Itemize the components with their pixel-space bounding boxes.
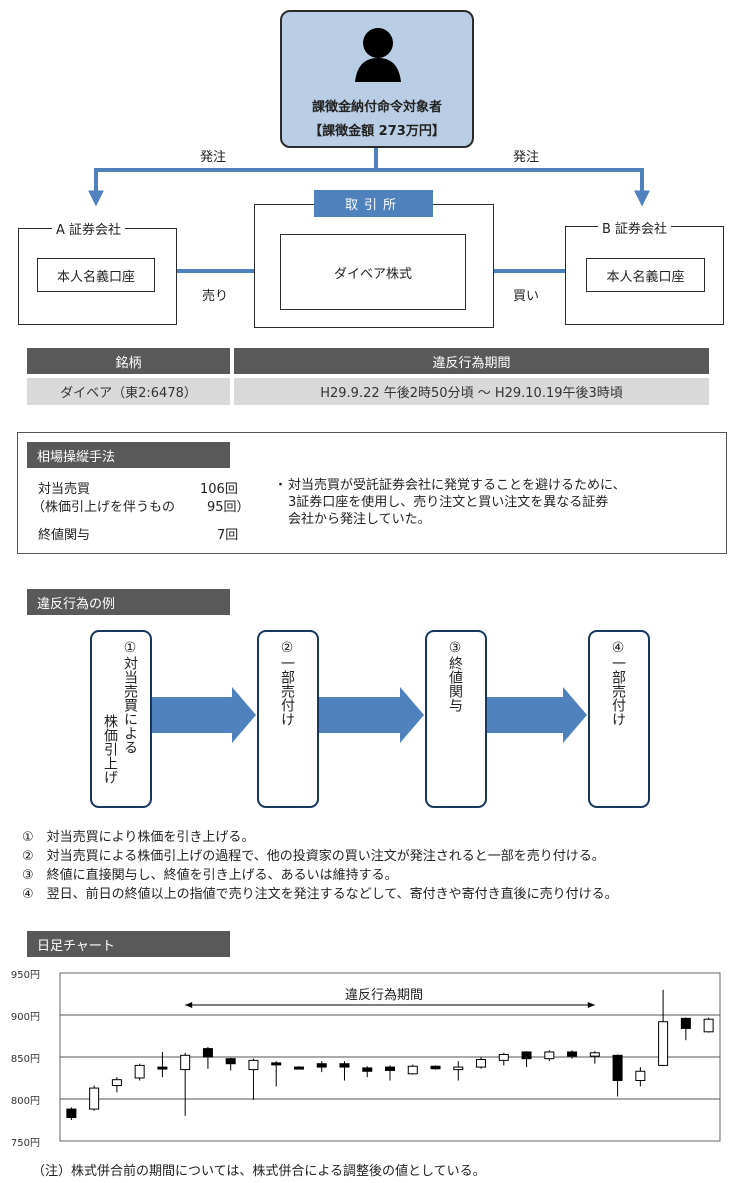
firm-b-label: B 証券会社 <box>598 218 672 237</box>
step-3-box: ③終値関与 <box>425 630 487 808</box>
candle-body <box>430 1065 441 1070</box>
method-label: （株価引上げを伴うもの <box>32 500 176 515</box>
candle-body <box>612 1054 623 1082</box>
exchange-label: 取引所 <box>314 190 433 217</box>
exchange-stock: ダイベア株式 <box>280 234 466 310</box>
candle-body <box>680 1017 691 1029</box>
candle-body <box>703 1018 714 1033</box>
candle-body <box>658 1021 669 1066</box>
target-title: 課徴金納付命令対象者 <box>311 100 442 115</box>
person-icon <box>355 28 401 82</box>
period-range-arrow <box>185 1002 595 1008</box>
candle-body <box>635 1070 646 1082</box>
method-note-line: 会社から発注していた。 <box>288 512 431 527</box>
candle-body <box>248 1059 259 1071</box>
period-arrow-head-left <box>185 1002 193 1008</box>
methods-header: 相場操縦手法 <box>27 442 230 468</box>
candle-body <box>407 1065 418 1075</box>
step-1-box: ①対当売買による 株価引上げ <box>90 630 152 808</box>
candle-body <box>521 1051 532 1060</box>
table-cell-period: H29.9.22 午後2時50分頃 〜 H29.10.19午後3時頃 <box>234 378 709 405</box>
table-header-period: 違反行為期間 <box>234 348 709 374</box>
candle-body <box>66 1108 77 1118</box>
y-tick-label: 850円 <box>10 1054 40 1065</box>
step-description: ③ 終値に直接関与し、終値を引き上げる、あるいは維持する。 <box>22 868 398 883</box>
buy-label: 買い <box>513 289 540 304</box>
footnote: （注）株式併合前の期間については、株式併合による調整後の値としている。 <box>32 1164 486 1179</box>
candle-body <box>202 1048 213 1058</box>
method-note-line: 3証券口座を使用し、売り注文と買い注文を異なる証券 <box>288 495 609 510</box>
step-1-text: ①対当売買による <box>122 640 138 754</box>
step-arrow-3 <box>487 687 587 743</box>
methods-panel <box>17 432 727 554</box>
candle-body <box>498 1053 509 1061</box>
candlestick-chart <box>59 972 721 1142</box>
step-description: ④ 翌日、前日の終値以上の指値で売り注文を発注するなどして、寄付きや寄付き直後に… <box>22 887 618 902</box>
y-tick-label: 800円 <box>10 1096 40 1107</box>
firm-a-account: 本人名義口座 <box>37 258 155 292</box>
candle-body <box>180 1054 191 1071</box>
step-arrow-2 <box>319 687 424 743</box>
candle-body <box>476 1059 487 1068</box>
method-count: 106回 <box>200 482 238 497</box>
candle-body <box>157 1066 168 1070</box>
period-label: 違反行為期間 <box>345 988 424 1003</box>
note-bullet: ・ <box>274 478 288 493</box>
step-arrow-1 <box>152 687 256 743</box>
candle-body <box>316 1063 327 1068</box>
method-count: 7回 <box>217 528 239 543</box>
candle-body <box>567 1051 578 1057</box>
method-label: 対当売買 <box>38 482 91 497</box>
candles <box>66 989 714 1120</box>
table-cell-stock: ダイベア（東2:6478） <box>27 378 230 405</box>
candle-body <box>271 1062 282 1066</box>
firm-a-label: A 証券会社 <box>52 219 126 238</box>
table-header-stock: 銘柄 <box>27 348 230 374</box>
method-label: 終値関与 <box>38 528 91 543</box>
candle-body <box>362 1067 373 1072</box>
firm-b-account: 本人名義口座 <box>586 258 705 292</box>
step-2-text: ②一部売付け <box>279 640 295 726</box>
candle-body <box>544 1051 555 1060</box>
examples-header: 違反行為の例 <box>27 589 230 615</box>
method-note-line: 対当売買が受託証券会社に発覚することを避けるために、 <box>288 478 626 493</box>
method-count: 95回） <box>207 500 250 515</box>
candle-body <box>589 1052 600 1057</box>
period-arrow-head-right <box>587 1002 595 1008</box>
y-tick-label: 950円 <box>10 970 40 981</box>
step-4-text: ④一部売付け <box>610 640 626 726</box>
penalty-amount: 【課徴金額 273万円】 <box>309 124 445 139</box>
step-description: ② 対当売買による株価引上げの過程で、他の投資家の買い注文が発注されると一部を売… <box>22 849 605 864</box>
y-tick-label: 900円 <box>10 1012 40 1023</box>
candle-body <box>385 1066 395 1071</box>
sell-label: 売り <box>202 289 229 304</box>
chart-header: 日足チャート <box>27 931 230 957</box>
step-4-box: ④一部売付け <box>588 630 650 808</box>
candle-body <box>111 1079 122 1087</box>
target-person-box: 課徴金納付命令対象者 【課徴金額 273万円】 <box>280 10 474 148</box>
chart-grid <box>59 972 721 1142</box>
candle-body <box>453 1066 464 1071</box>
step-description: ① 対当売買により株価を引き上げる。 <box>22 830 255 845</box>
step-2-box: ②一部売付け <box>257 630 319 808</box>
order-label-left: 発注 <box>200 150 227 165</box>
candle-body <box>89 1087 100 1110</box>
y-tick-label: 750円 <box>10 1138 40 1149</box>
candle-body <box>134 1064 145 1079</box>
candle-body <box>293 1066 304 1070</box>
candle-body <box>339 1063 350 1068</box>
step-1-text-2: 株価引上げ <box>102 714 118 784</box>
order-label-right: 発注 <box>513 150 540 165</box>
step-3-text: ③終値関与 <box>447 640 463 712</box>
candle-body <box>225 1058 236 1065</box>
